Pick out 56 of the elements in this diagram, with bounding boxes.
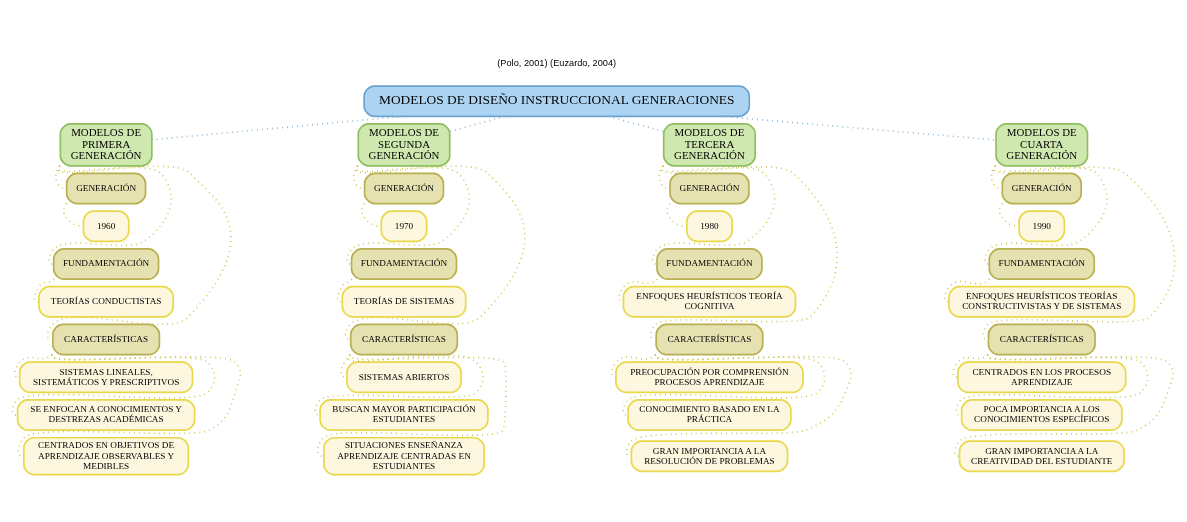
connector: [651, 164, 776, 265]
node-box: MODELOS DE SEGUNDA GENERACIÓN: [357, 122, 451, 167]
node-box: POCA IMPORTANCIA A LOS CONOCIMIENTOS ESPECÍFICOS: [960, 398, 1123, 431]
node-box: TEORÍAS DE SISTEMAS: [341, 285, 467, 318]
node-box: FUNDAMENTACIÓN: [988, 247, 1096, 280]
node-box: ENFOQUES HEURÍSTICOS TEORÍA COGNITIVA: [622, 285, 797, 318]
node-box: 1990: [1018, 209, 1066, 242]
node-box: PREOCUPACIÓN POR COMPRENSIÓN PROCESOS APRENDIZAJE: [615, 360, 804, 393]
node-box: ENFOQUES HEURÍSTICOS TEORÍAS CONSTRUCTIVISTAS Y DE SISTEMAS: [948, 285, 1136, 318]
connector: [33, 277, 55, 303]
node-box: CONOCIMIENTO BASADO EN LA PRÁCTICA: [627, 398, 792, 431]
node-box: CARACTERÍSTICAS: [349, 323, 459, 355]
connector: [982, 164, 1176, 340]
node-box: GRAN IMPORTANCIA A LA RESOLUCIÓN DE PROBLEMAS: [630, 439, 789, 472]
node-box: TEORÍAS CONDUCTISTAS: [38, 285, 175, 318]
node-box: GRAN IMPORTANCIA A LA CREATIVIDAD DEL ESTUDIANTE: [958, 439, 1125, 472]
connector: [48, 164, 173, 265]
node-box: 1970: [380, 209, 428, 242]
node-box: FUNDAMENTACIÓN: [52, 247, 160, 280]
connector: [314, 353, 484, 416]
label: (Polo, 2001) (Euzardo, 2004): [497, 57, 617, 68]
connector: [618, 277, 659, 303]
connector: [622, 353, 826, 416]
node-box: SISTEMAS ABIERTOS: [346, 360, 462, 393]
node-box: MODELOS DE DISEÑO INSTRUCCIONAL GENERACIONES: [363, 84, 751, 117]
connector: [46, 164, 232, 340]
connector: [448, 115, 506, 132]
node-box: GENERACIÓN: [363, 172, 445, 204]
node-box: SE ENFOCAN A CONOCIMIENTOS Y DESTREZAS ACADÉMICAS: [16, 398, 196, 431]
connector: [984, 164, 1108, 265]
node-box: FUNDAMENTACIÓN: [656, 247, 763, 280]
node-box: 1980: [685, 209, 733, 242]
node-box: CARACTERÍSTICAS: [52, 323, 161, 355]
node-box: CARACTERÍSTICAS: [655, 323, 764, 355]
node-box: CENTRADOS EN OBJETIVOS DE APRENDIZAJE OBSERVABLES Y MEDIBLES: [23, 436, 190, 475]
connector: [336, 277, 353, 303]
connector: [721, 115, 997, 141]
node-box: GENERACIÓN: [669, 172, 750, 204]
connector: [608, 115, 665, 132]
node-box: MODELOS DE CUARTA GENERACIÓN: [995, 122, 1089, 167]
node-box: BUSCAN MAYOR PARTICIPACIÓN ESTUDIANTES: [319, 398, 489, 431]
node-box: SISTEMAS LINEALES, SISTEMÁTICOS Y PRESCRIPTIVOS: [18, 360, 194, 393]
node-box: MODELOS DE TERCERA GENERACIÓN: [662, 122, 757, 167]
connector: [650, 164, 838, 340]
connector: [346, 164, 471, 265]
node-box: GENERACIÓN: [65, 172, 147, 204]
node-box: FUNDAMENTACIÓN: [350, 247, 458, 280]
connector: [943, 277, 991, 303]
node-box: 1960: [82, 209, 130, 242]
node-box: MODELOS DE PRIMERA GENERACIÓN: [59, 122, 153, 167]
connector: [151, 115, 405, 141]
node-box: GENERACIÓN: [1001, 172, 1083, 204]
node-box: CENTRADOS EN LOS PROCESOS APRENDIZAJE: [957, 360, 1127, 393]
node-box: CARACTERÍSTICAS: [987, 323, 1096, 355]
node-box: SITUACIONES ENSEÑANZA APRENDIZAJE CENTRADAS EN ESTUDIANTES: [323, 436, 485, 475]
connector: [344, 164, 526, 340]
